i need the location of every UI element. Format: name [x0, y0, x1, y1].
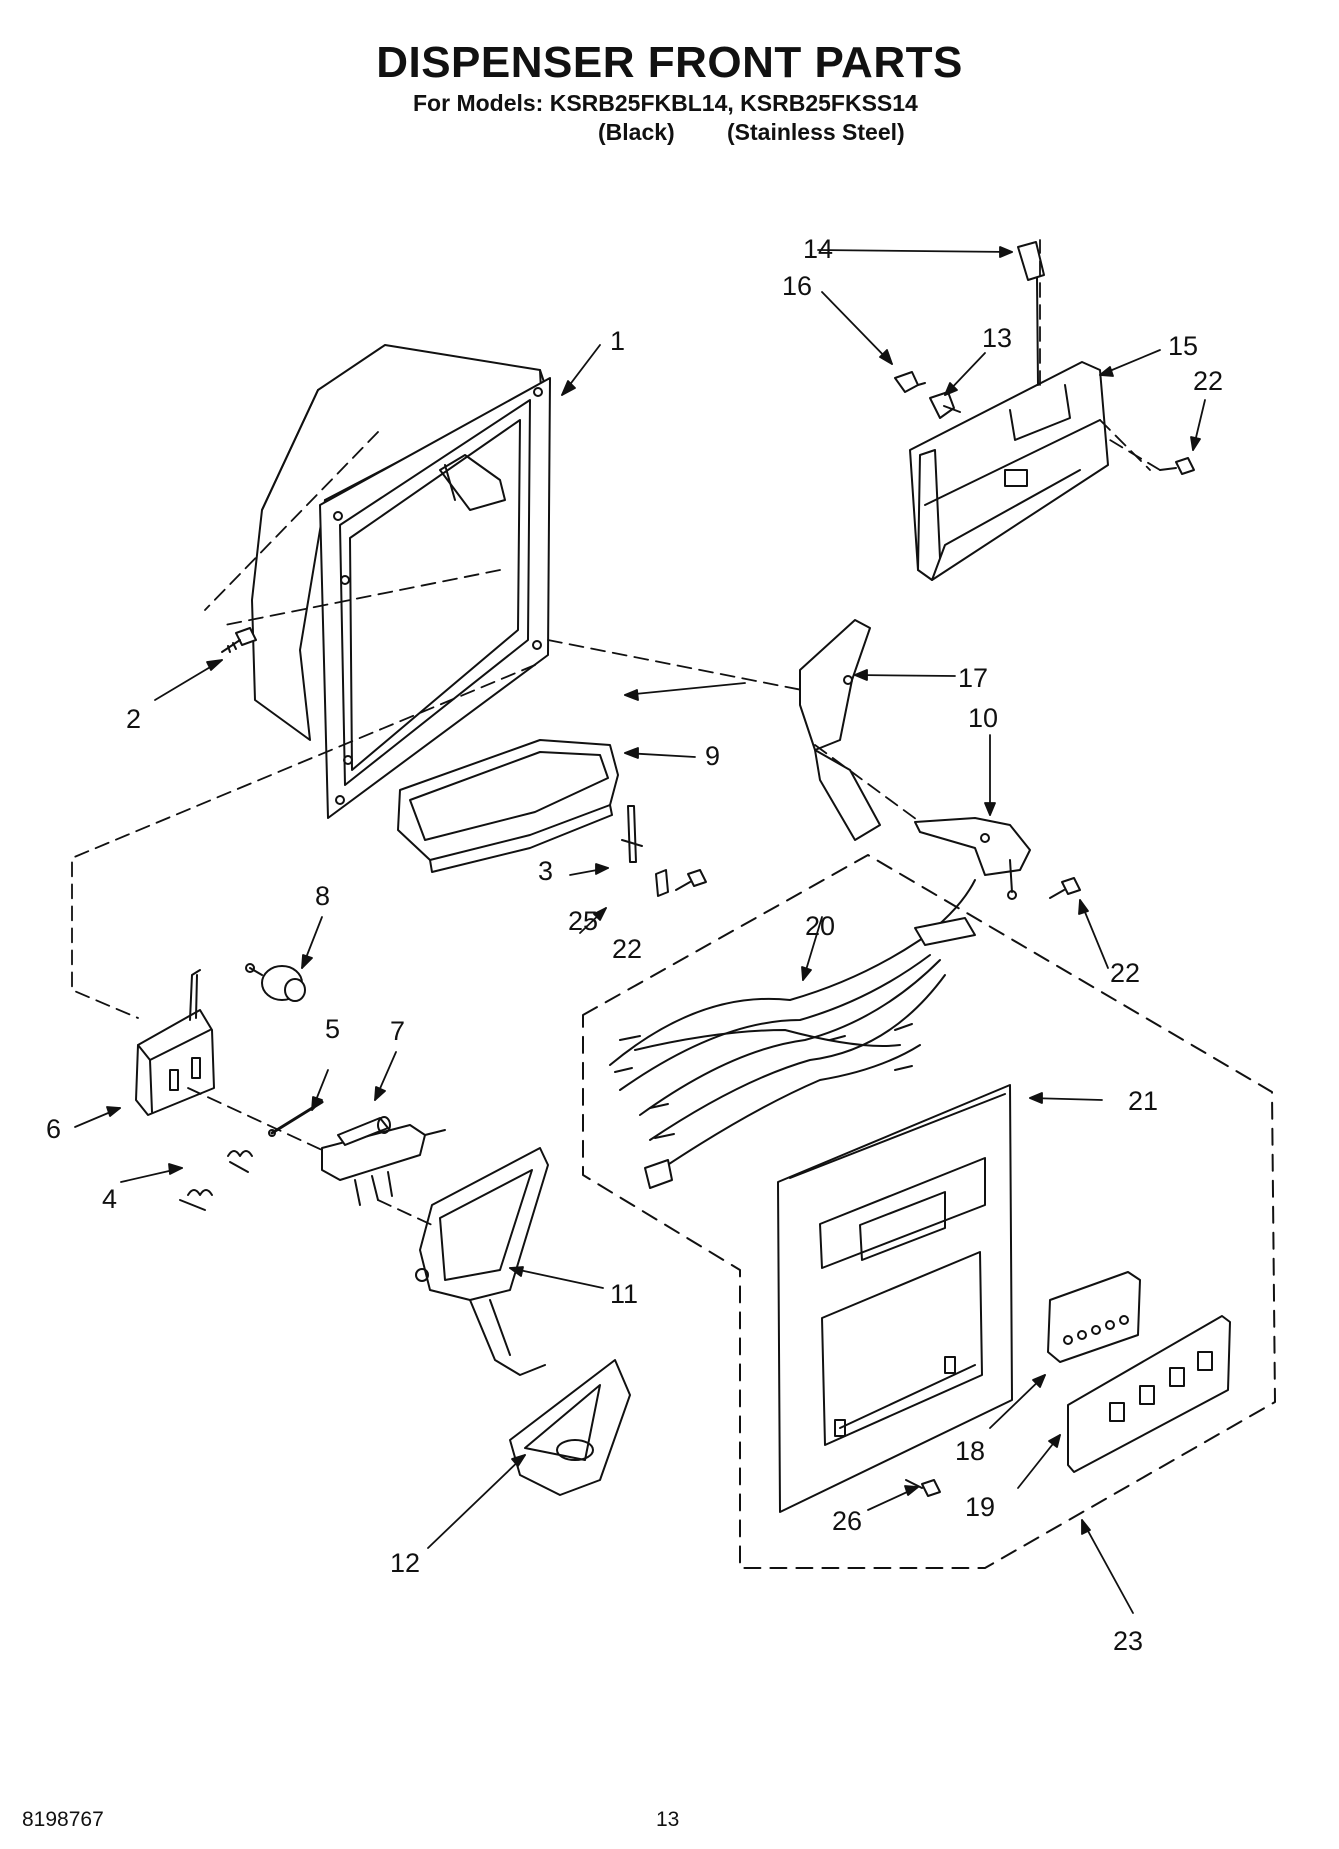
- part-25-insulator: [655, 869, 669, 897]
- page-title: DISPENSER FRONT PARTS: [376, 38, 963, 87]
- part-12-chute-cup: [509, 1359, 631, 1496]
- part-2-screw: [221, 627, 257, 653]
- callout-19: 19: [965, 1492, 995, 1522]
- callout-23: 23: [1113, 1626, 1143, 1656]
- part-16-bulb: [894, 371, 926, 393]
- part-23-assembly-boundary: [582, 854, 1276, 1569]
- callout-21: 21: [1128, 1086, 1158, 1116]
- document-number: 8198767: [22, 1808, 104, 1831]
- callout-25: 25: [568, 906, 598, 936]
- part-22-screw-b: [1049, 877, 1081, 899]
- callout-2: 2: [126, 704, 141, 734]
- part-22-screw-c: [1159, 457, 1195, 475]
- part-22-screw-a: [675, 869, 707, 891]
- variant-black: (Black): [598, 119, 675, 145]
- callout-15: 15: [1168, 331, 1198, 361]
- part-18-control-switch: [1047, 1271, 1141, 1363]
- callout-15-16-helper: 16: [782, 271, 812, 301]
- part-26-screw: [905, 1479, 941, 1497]
- callout-20: 20: [805, 911, 835, 941]
- part-9-drip-tray: [397, 739, 619, 873]
- part-6-switch-box: [135, 969, 215, 1116]
- callout-labels: 1 2 3 4 5 6 7 8 9 10 11 12 13 14 16 15 1…: [46, 234, 1223, 1656]
- part-11-actuator: [415, 1147, 549, 1376]
- variant-stainless: (Stainless Steel): [727, 119, 905, 145]
- part-20-wire-harness: [609, 879, 976, 1189]
- part-17-lever: [799, 619, 881, 841]
- page-number: 13: [656, 1808, 680, 1831]
- part-1-housing: [251, 344, 551, 819]
- callout-26: 26: [832, 1506, 862, 1536]
- callout-8: 8: [315, 881, 330, 911]
- callout-7: 7: [390, 1016, 405, 1046]
- part-4-springs: [179, 1150, 253, 1211]
- callout-18: 18: [955, 1436, 985, 1466]
- part-21-front-panel: [777, 1084, 1013, 1513]
- callout-10: 10: [968, 703, 998, 733]
- part-15-upper-housing: [909, 361, 1109, 581]
- callout-4: 4: [102, 1184, 117, 1214]
- part-10-lever: [914, 817, 1031, 900]
- part-19-control-overlay: [1067, 1315, 1231, 1473]
- callout-5: 5: [325, 1014, 340, 1044]
- callout-3: 3: [538, 856, 553, 886]
- callout-6: 6: [46, 1114, 61, 1144]
- callout-12: 12: [390, 1548, 420, 1578]
- part-7-switch-assembly: [321, 1116, 446, 1206]
- callout-11: 11: [610, 1279, 638, 1309]
- callout-9: 9: [705, 741, 720, 771]
- leader-arrows: [74, 246, 1206, 1614]
- assembly-lines: [71, 239, 1161, 1226]
- part-13-socket: [929, 391, 961, 419]
- part-8-solenoid: [245, 963, 306, 1002]
- callout-22-right: 22: [1110, 958, 1140, 988]
- callout-22-top: 22: [1193, 366, 1223, 396]
- callout-17: 17: [958, 663, 988, 693]
- callout-13: 13: [982, 323, 1012, 353]
- callout-1: 1: [610, 326, 625, 356]
- part-3-switch: [621, 805, 643, 863]
- model-numbers: For Models: KSRB25FKBL14, KSRB25FKSS14: [413, 90, 918, 116]
- callout-22-middle: 22: [612, 934, 642, 964]
- callout-14: 14: [803, 234, 833, 264]
- part-14-connector: [1017, 241, 1045, 386]
